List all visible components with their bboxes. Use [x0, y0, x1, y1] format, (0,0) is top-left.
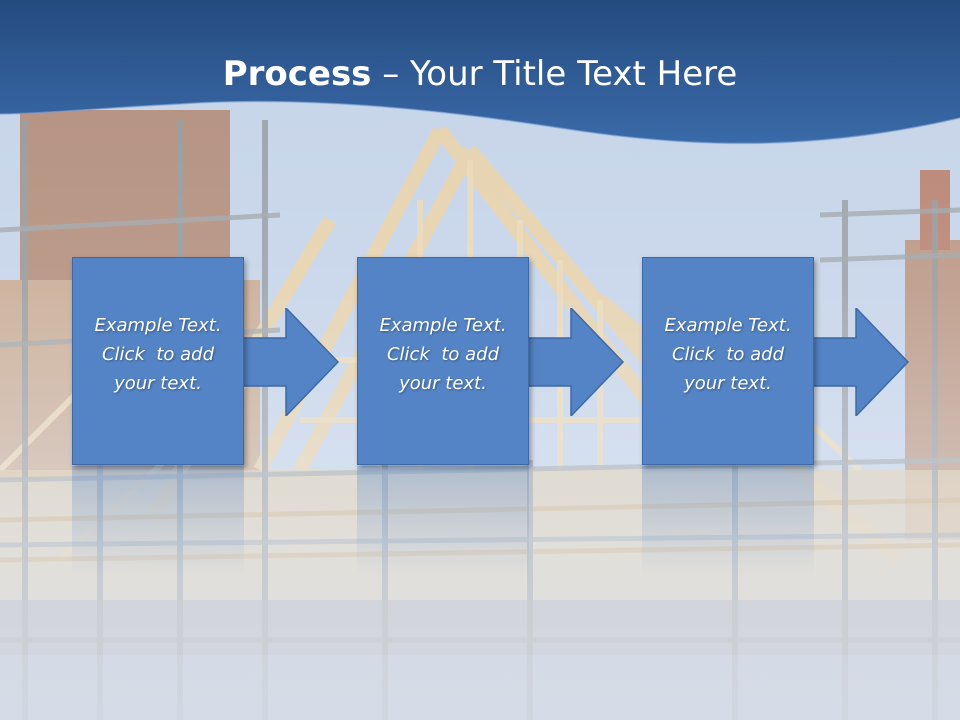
step-box [642, 257, 814, 465]
step-line-3: your text. [114, 373, 202, 394]
slide-title[interactable]: Process – Your Title Text Here [0, 52, 960, 96]
step-1-reflection [72, 466, 244, 576]
title-rest: – Your Title Text Here [371, 54, 738, 94]
step-box [357, 257, 529, 465]
header-band [0, 0, 960, 145]
step-line-3: your text. [399, 373, 487, 394]
step-line-2: Click to add [386, 344, 499, 365]
step-text[interactable]: Example Text. Click to add your text. [642, 311, 814, 398]
step-line-3: your text. [684, 373, 772, 394]
step-line-1: Example Text. [379, 315, 507, 336]
step-line-1: Example Text. [94, 315, 222, 336]
process-step-1[interactable]: Example Text. Click to add your text. [72, 257, 244, 465]
title-bold: Process [222, 54, 372, 94]
process-step-3[interactable]: Example Text. Click to add your text. [642, 257, 814, 465]
right-arrow-icon [240, 308, 340, 416]
step-2-reflection [357, 466, 529, 576]
step-text[interactable]: Example Text. Click to add your text. [72, 311, 244, 398]
step-line-2: Click to add [101, 344, 214, 365]
right-arrow-icon [525, 308, 625, 416]
step-text[interactable]: Example Text. Click to add your text. [357, 311, 529, 398]
step-box [72, 257, 244, 465]
step-line-1: Example Text. [664, 315, 792, 336]
process-step-2[interactable]: Example Text. Click to add your text. [357, 257, 529, 465]
right-arrow-icon [810, 308, 910, 416]
step-line-2: Click to add [671, 344, 784, 365]
step-3-reflection [642, 466, 814, 576]
